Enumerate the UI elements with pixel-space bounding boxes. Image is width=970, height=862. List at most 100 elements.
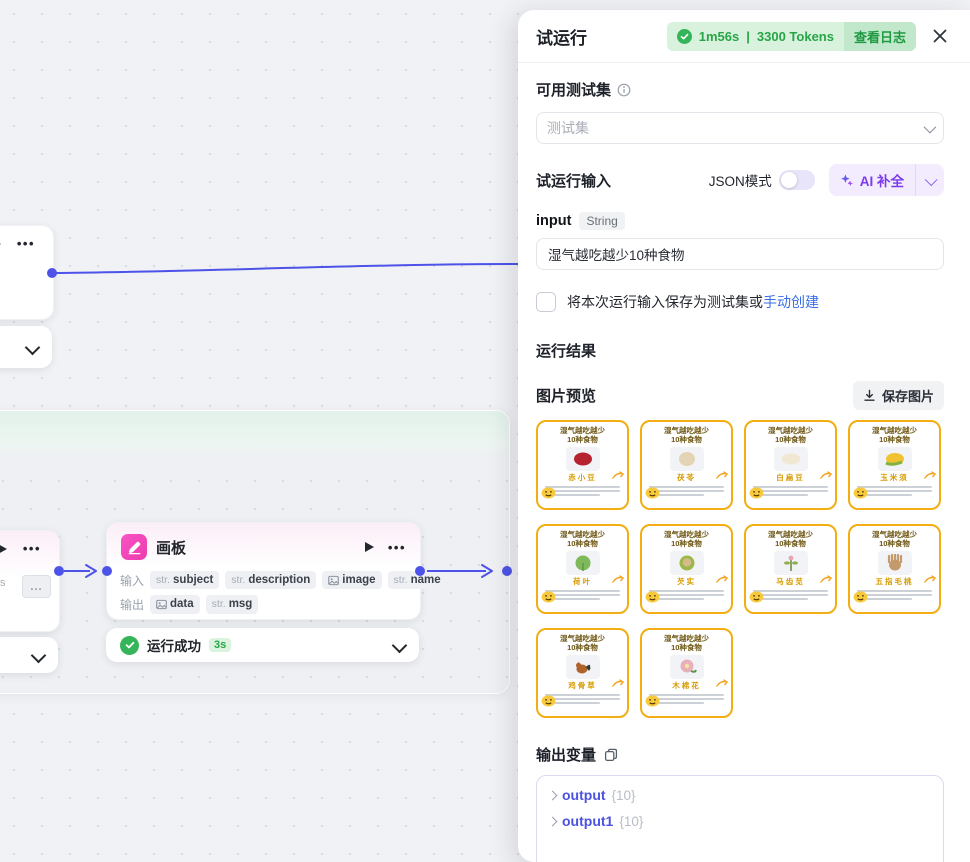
status-text: 运行成功 — [147, 639, 201, 654]
food-illustration — [877, 446, 912, 471]
food-name: 白扁豆 — [776, 472, 805, 482]
input-tag-name: str.name — [387, 571, 447, 590]
input-type-badge: String — [579, 212, 625, 230]
ai-complete-dropdown[interactable] — [916, 164, 944, 196]
emoji-sticker — [749, 591, 764, 609]
manual-create-link[interactable]: 手动创建 — [763, 294, 819, 310]
board-node-icon — [121, 534, 147, 560]
run-result-section-label: 运行结果 — [536, 343, 597, 360]
more-outputs-button[interactable]: ... — [22, 575, 51, 598]
food-illustration — [773, 446, 808, 471]
emoji-sticker — [645, 487, 660, 505]
expand-icon[interactable] — [547, 790, 558, 800]
save-as-testset-checkbox[interactable] — [536, 292, 556, 312]
run-input-section-label: 试运行输入 — [536, 172, 612, 190]
food-name: 鸡骨草 — [568, 680, 597, 690]
emoji-sticker — [541, 695, 556, 713]
food-illustration — [565, 654, 600, 679]
node-menu-icon[interactable]: ••• — [22, 541, 41, 556]
food-illustration — [669, 550, 704, 575]
test-run-panel: 试运行 1m56s | 3300 Tokens 查看日志 可用测试集 测试集 — [518, 10, 970, 862]
node-board[interactable]: 画板 ••• 输入 str.subject str.description im… — [106, 522, 447, 620]
node-status-collapsed-inner[interactable] — [0, 637, 58, 673]
header-divider — [518, 62, 970, 63]
input-tag-image: image — [322, 571, 382, 590]
food-illustration — [669, 446, 704, 471]
outputs-label: 输出 — [120, 598, 145, 613]
ai-complete-button[interactable]: AI 补全 — [828, 164, 944, 196]
decoration-mark — [716, 467, 729, 485]
decoration-mark — [716, 571, 729, 589]
run-duration: 1m56s — [698, 28, 740, 44]
run-node-icon[interactable] — [364, 542, 374, 552]
panel-header: 试运行 1m56s | 3300 Tokens 查看日志 — [518, 10, 970, 62]
run-node-icon[interactable] — [0, 238, 1, 249]
duration-badge: 3s — [209, 638, 232, 652]
close-icon[interactable] — [932, 28, 948, 44]
chevron-down-icon[interactable] — [24, 339, 41, 355]
decoration-mark — [612, 467, 625, 485]
input-field[interactable]: 湿气越吃越少10种食物 — [536, 238, 944, 270]
node-title: 画板 — [156, 539, 187, 557]
chevron-down-icon[interactable] — [30, 647, 47, 663]
node-partial-top[interactable]: ••• — [0, 225, 54, 320]
image-icon — [156, 599, 167, 610]
info-icon — [617, 83, 631, 96]
input-tag-description: str.description — [225, 571, 317, 590]
run-summary-badge: 1m56s | 3300 Tokens 查看日志 — [666, 21, 916, 51]
decoration-mark — [924, 467, 937, 485]
run-node-icon[interactable] — [0, 543, 7, 554]
food-illustration — [565, 550, 600, 575]
food-name: 荷叶 — [573, 576, 592, 586]
save-images-button[interactable]: 保存图片 — [852, 381, 944, 410]
input-tag-subject: str.subject — [150, 571, 220, 590]
json-mode-toggle[interactable] — [778, 170, 815, 190]
view-logs-button[interactable]: 查看日志 — [843, 21, 916, 51]
chevron-down-icon[interactable] — [391, 637, 408, 653]
token-count: 3300 Tokens — [756, 28, 834, 44]
decoration-mark — [612, 675, 625, 693]
output-tree-item[interactable]: output1 {10} — [547, 808, 931, 834]
emoji-sticker — [541, 487, 556, 505]
emoji-sticker — [645, 695, 660, 713]
emoji-sticker — [645, 591, 660, 609]
emoji-sticker — [853, 487, 868, 505]
node-status-board[interactable]: 运行成功 3s — [106, 628, 419, 662]
save-as-testset-label: 将本次运行输入保存为测试集或手动创建 — [567, 294, 819, 310]
food-name: 玉米须 — [880, 472, 909, 482]
download-icon — [864, 389, 875, 401]
sparkle-icon — [840, 174, 853, 187]
node-menu-icon[interactable]: ••• — [387, 539, 406, 555]
chevron-down-icon — [923, 120, 937, 133]
output-tree-item[interactable]: output {10} — [547, 782, 931, 808]
expand-icon[interactable] — [547, 816, 558, 826]
food-illustration — [669, 654, 704, 679]
json-mode-label: JSON模式 — [708, 174, 772, 189]
decoration-mark — [820, 467, 833, 485]
decoration-mark — [820, 571, 833, 589]
node-menu-icon[interactable]: ••• — [16, 236, 35, 251]
node-status-collapsed-top[interactable] — [0, 326, 52, 368]
food-name: 茯苓 — [677, 472, 696, 482]
input-field-name: input — [536, 213, 572, 229]
food-name: 芡实 — [677, 576, 696, 586]
food-illustration — [877, 550, 912, 575]
copy-icon[interactable] — [604, 748, 618, 762]
test-set-select[interactable]: 测试集 — [536, 112, 944, 144]
output-tag-data: data — [150, 595, 200, 614]
food-name: 马齿苋 — [776, 576, 805, 586]
tag-fragment: s — [0, 577, 6, 589]
food-illustration — [565, 446, 600, 471]
